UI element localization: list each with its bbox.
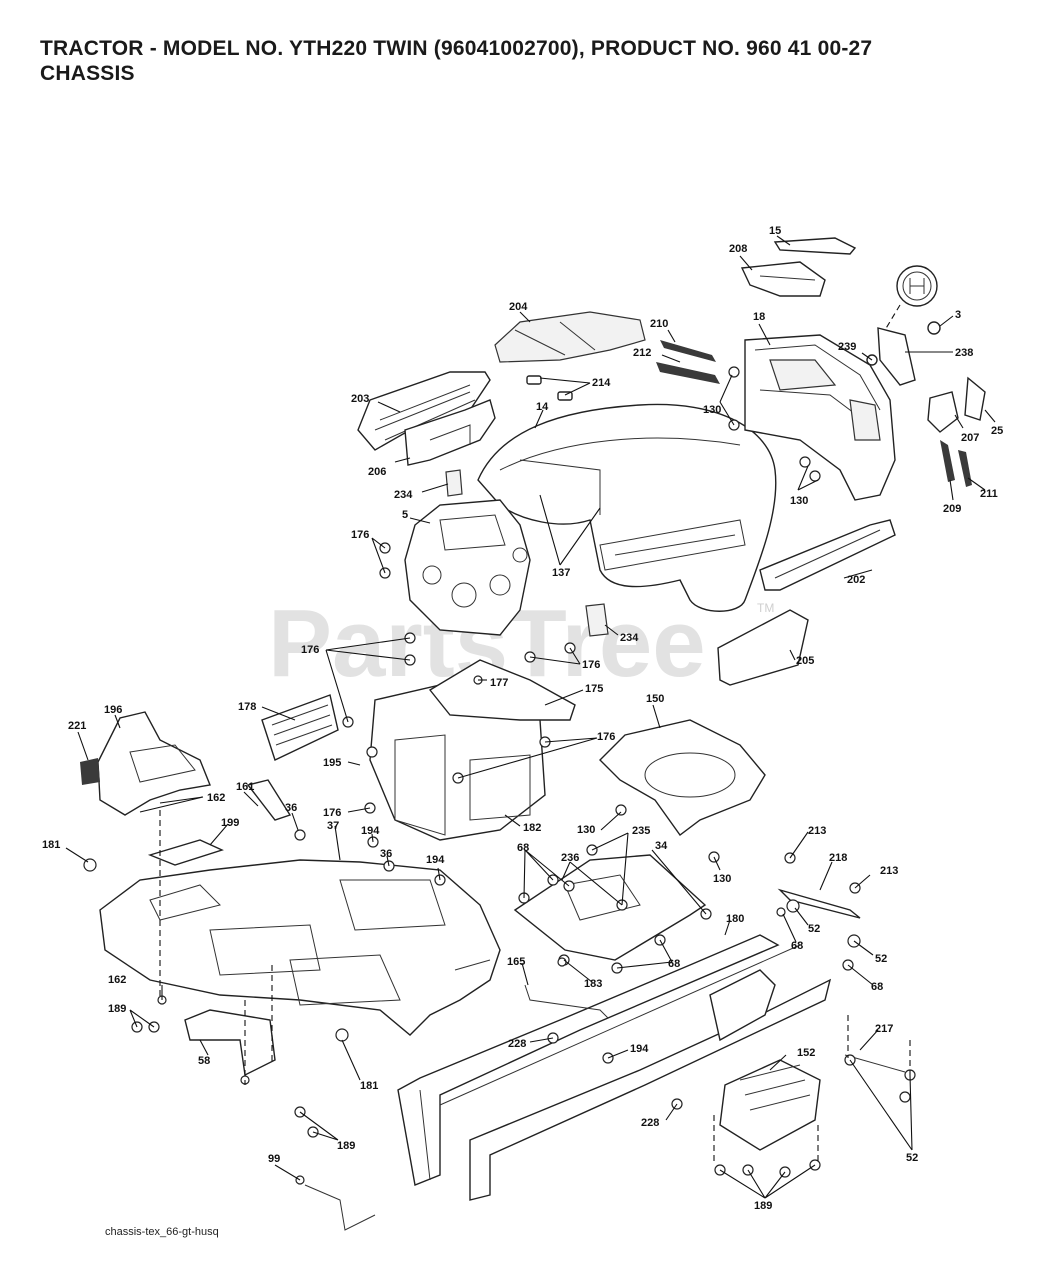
diagram-footer-code: chassis-tex_66-gt-husq	[105, 1226, 219, 1238]
callout-176-e: 176	[323, 807, 341, 819]
callout-211: 211	[980, 488, 998, 500]
callout-236: 236	[561, 852, 579, 864]
callout-34: 34	[655, 840, 668, 852]
callout-18: 18	[753, 311, 765, 323]
callout-68-c: 68	[668, 958, 680, 970]
callout-36-b: 36	[380, 848, 392, 860]
callout-176-d: 176	[597, 731, 615, 743]
callout-183: 183	[584, 978, 602, 990]
callout-3: 3	[955, 309, 961, 321]
callout-202: 202	[847, 574, 865, 586]
alignment-lines	[159, 304, 911, 1165]
page-title: TRACTOR - MODEL NO. YTH220 TWIN (9604100…	[40, 36, 872, 86]
callout-203: 203	[351, 393, 369, 405]
callout-176-c: 176	[582, 659, 600, 671]
callout-212: 212	[633, 347, 651, 359]
callout-196: 196	[104, 704, 122, 716]
callouts: 15 208 3 204 210 18 239 238 212 214 203 …	[42, 225, 1003, 1212]
callout-150: 150	[646, 693, 664, 705]
callout-214: 214	[592, 377, 611, 389]
callout-208: 208	[729, 243, 747, 255]
callout-238: 238	[955, 347, 973, 359]
callout-213-a: 213	[808, 825, 826, 837]
callout-228-b: 228	[641, 1117, 659, 1129]
callout-130-a: 130	[703, 404, 721, 416]
callout-5: 5	[402, 509, 408, 521]
callout-14: 14	[536, 401, 549, 413]
dashboard-console	[261, 499, 576, 841]
callout-194-b: 194	[426, 854, 445, 866]
callout-68-b: 68	[791, 940, 803, 952]
callout-199: 199	[221, 817, 239, 829]
callout-162-a: 162	[207, 792, 225, 804]
callout-189-c: 189	[754, 1200, 772, 1212]
callout-58: 58	[198, 1055, 210, 1067]
chassis-frame	[184, 719, 906, 1231]
callout-234-a: 234	[394, 489, 413, 501]
callout-15: 15	[769, 225, 781, 237]
callout-217: 217	[875, 1023, 893, 1035]
callout-182: 182	[523, 822, 541, 834]
callout-195: 195	[323, 757, 341, 769]
callout-181-a: 181	[42, 839, 60, 851]
callout-130-d: 130	[713, 873, 731, 885]
callout-209: 209	[943, 503, 961, 515]
callout-130-b: 130	[790, 495, 808, 507]
title-line-2: CHASSIS	[40, 62, 135, 85]
callout-52-a: 52	[808, 923, 820, 935]
hood-assembly	[357, 237, 986, 686]
callout-207: 207	[961, 432, 979, 444]
callout-218: 218	[829, 852, 847, 864]
callout-206: 206	[368, 466, 386, 478]
callout-204: 204	[509, 301, 528, 313]
callout-210: 210	[650, 318, 668, 330]
callout-162-b: 162	[108, 974, 126, 986]
callout-165: 165	[507, 956, 525, 968]
callout-177: 177	[490, 677, 508, 689]
callout-178: 178	[238, 701, 256, 713]
leader-lines	[65, 235, 996, 1199]
callout-176-b: 176	[301, 644, 319, 656]
callout-194-c: 194	[630, 1043, 649, 1055]
callout-175: 175	[585, 683, 603, 695]
fender-deck	[80, 711, 501, 1036]
callout-235: 235	[632, 825, 650, 837]
callout-130-c: 130	[577, 824, 595, 836]
callout-213-b: 213	[880, 865, 898, 877]
callout-228-a: 228	[508, 1038, 526, 1050]
callout-37: 37	[327, 820, 339, 832]
callout-189-b: 189	[337, 1140, 355, 1152]
callout-36-a: 36	[285, 802, 297, 814]
callout-176-a: 176	[351, 529, 369, 541]
callout-194-a: 194	[361, 825, 380, 837]
callout-221: 221	[68, 720, 86, 732]
callout-68-a: 68	[517, 842, 529, 854]
callout-25: 25	[991, 425, 1003, 437]
callout-239: 239	[838, 341, 856, 353]
callout-52-b: 52	[875, 953, 887, 965]
watermark-tm: TM	[757, 601, 774, 615]
callout-161: 161	[236, 781, 254, 793]
callout-99: 99	[268, 1153, 280, 1165]
callout-137: 137	[552, 567, 570, 579]
title-line-1: TRACTOR - MODEL NO. YTH220 TWIN (9604100…	[40, 37, 873, 60]
callout-205: 205	[796, 655, 814, 667]
callout-52-c: 52	[906, 1152, 918, 1164]
callout-180: 180	[726, 913, 744, 925]
callout-189-a: 189	[108, 1003, 126, 1015]
callout-181-b: 181	[360, 1080, 378, 1092]
callout-152: 152	[797, 1047, 815, 1059]
callout-234-b: 234	[620, 632, 639, 644]
callout-68-d: 68	[871, 981, 883, 993]
